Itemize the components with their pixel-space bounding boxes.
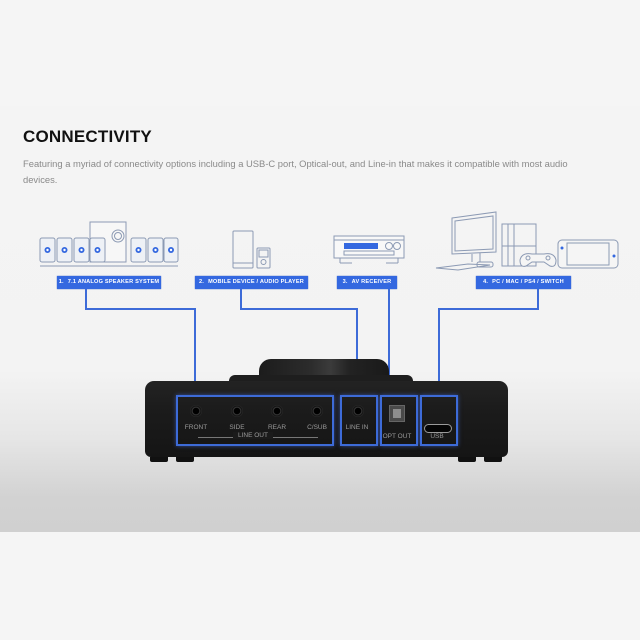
- csub-label: C/SUB: [307, 424, 327, 431]
- side-jack: [231, 405, 243, 417]
- rear-jack: [271, 405, 283, 417]
- side-label: SIDE: [229, 424, 245, 431]
- optical-port: [389, 405, 405, 422]
- device-foot: [150, 457, 168, 462]
- opt-out-label: OPT OUT: [382, 433, 412, 440]
- connector-line-1: [85, 308, 196, 310]
- front-jack: [190, 405, 202, 417]
- line-out-port-group: [176, 395, 334, 446]
- device-label-pc-console: 4.PC / MAC / PS4 / SWITCH: [476, 276, 571, 289]
- connector-line-4: [537, 289, 539, 310]
- line-in-port-box: [340, 395, 378, 446]
- line-in-jack: [352, 405, 364, 417]
- speaker-system-icon: [39, 221, 179, 267]
- connector-line-4: [438, 308, 539, 310]
- connector-line-2: [240, 308, 358, 310]
- device-foot: [458, 457, 476, 462]
- connector-line-1: [85, 289, 87, 310]
- device-label-av-receiver: 3.AV RECEIVER: [337, 276, 397, 289]
- section-description: Featuring a myriad of connectivity optio…: [23, 158, 568, 185]
- usb-port-box: [420, 395, 458, 446]
- device-label-speaker-system: 1.7.1 ANALOG SPEAKER SYSTEM: [57, 276, 161, 289]
- line-in-label: LINE IN: [345, 424, 369, 431]
- connector-line-1: [194, 308, 196, 396]
- mobile-device-icon: [232, 230, 271, 269]
- line-out-label: LINE OUT: [233, 432, 273, 439]
- csub-jack: [311, 405, 323, 417]
- device-label-mobile-device: 2.MOBILE DEVICE / AUDIO PLAYER: [195, 276, 308, 289]
- av-receiver-icon: [333, 235, 405, 264]
- connector-line-4: [438, 308, 440, 396]
- knob-base: [229, 375, 413, 384]
- device-foot: [484, 457, 502, 462]
- connector-line-2: [356, 308, 358, 396]
- connectivity-panel: [0, 106, 640, 532]
- device-foot: [176, 457, 194, 462]
- usb-label: USB: [430, 433, 444, 440]
- rear-label: REAR: [267, 424, 287, 431]
- opt-out-port-box: [380, 395, 418, 446]
- usb-c-port: [424, 424, 452, 433]
- connector-line-3: [388, 289, 390, 396]
- connector-line-2: [240, 289, 242, 310]
- pc-console-icon: [435, 211, 619, 271]
- section-title: CONNECTIVITY: [23, 127, 152, 146]
- front-label: FRONT: [184, 424, 208, 431]
